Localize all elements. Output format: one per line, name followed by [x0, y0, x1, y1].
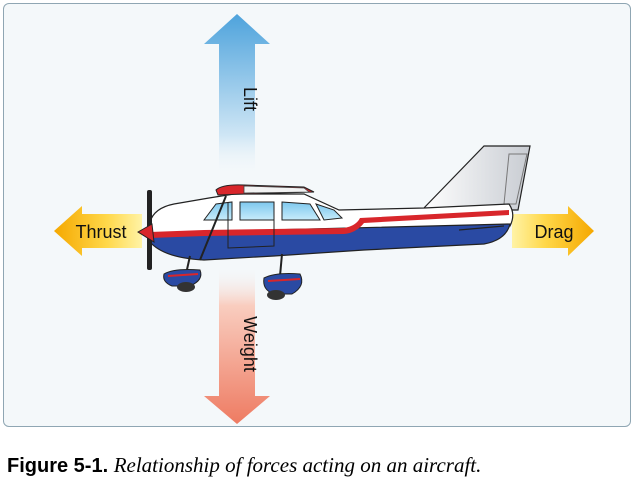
- thrust-label: Thrust: [75, 222, 126, 242]
- figure-number: Figure 5-1.: [7, 455, 109, 477]
- airplane-illustration: [137, 145, 531, 300]
- figure-caption: Figure 5-1. Relationship of forces actin…: [7, 453, 627, 478]
- lift-label: Lift: [240, 87, 260, 111]
- drag-arrow: [512, 206, 594, 256]
- forces-diagram: Lift Weight Thrust Drag: [54, 14, 594, 424]
- weight-arrow: [204, 266, 270, 424]
- weight-label: Weight: [240, 316, 260, 372]
- diagram-panel: Lift Weight Thrust Drag: [3, 3, 631, 427]
- drag-label: Drag: [534, 222, 573, 242]
- figure-caption-text: Relationship of forces acting on an airc…: [113, 453, 482, 477]
- thrust-arrow: [54, 206, 142, 256]
- lift-arrow: [204, 14, 270, 176]
